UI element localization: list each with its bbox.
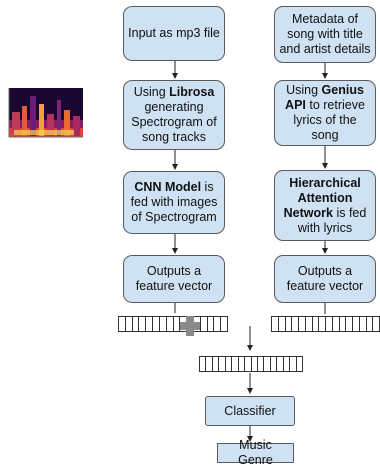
input-mp3-label: Input as mp3 file: [128, 26, 220, 40]
cnn-model-label: CNN Model is fed with images of Spectrog…: [130, 180, 218, 224]
vector-cell: [313, 317, 320, 331]
vector-cell: [146, 317, 154, 331]
vector-cell: [153, 317, 160, 331]
left-output-box: Outputs a feature vector: [123, 255, 225, 303]
music-genre-label: Music Genre: [238, 438, 273, 467]
vector-cell: [119, 317, 126, 331]
vector-cell: [239, 357, 246, 371]
vector-cell: [213, 357, 220, 371]
vector-cell: [219, 357, 226, 371]
vector-cell: [201, 317, 208, 331]
librosa-label: Using Librosa generating Spectrogram of …: [131, 85, 217, 144]
vector-cell: [292, 317, 299, 331]
music-genre-box: Music Genre: [217, 438, 294, 467]
vector-cell: [232, 357, 239, 371]
vector-cell: [174, 317, 181, 331]
metadata-label: Metadata of song with title and artist d…: [279, 12, 371, 56]
vector-cell: [226, 357, 233, 371]
vector-cell: [208, 317, 215, 331]
input-mp3-box: Input as mp3 file: [123, 6, 225, 61]
vector-cell: [279, 317, 286, 331]
vector-cell: [214, 317, 222, 331]
vector-cell: [252, 357, 258, 371]
vector-cell: [284, 357, 291, 371]
vector-cell: [346, 317, 353, 331]
vector-cell: [221, 317, 227, 331]
han-box: Hierarchical Attention Network is fed wi…: [274, 170, 376, 241]
vector-cell: [245, 357, 252, 371]
metadata-box: Metadata of song with title and artist d…: [274, 6, 376, 63]
right-output-label: Outputs a feature vector: [286, 264, 364, 293]
vector-cell: [299, 317, 306, 331]
vector-cell: [139, 317, 147, 331]
vector-cell: [258, 357, 265, 371]
vector-cell: [373, 317, 379, 331]
left-output-label: Outputs a feature vector: [135, 264, 213, 293]
vector-cell: [133, 317, 140, 331]
vector-cell: [306, 317, 313, 331]
spectrogram-image: [6, 86, 86, 141]
vector-cell: [360, 317, 367, 331]
genius-api-label: Using Genius API to retrieve lyrics of t…: [285, 83, 365, 142]
right-output-box: Outputs a feature vector: [274, 255, 376, 303]
vector-cell: [264, 357, 271, 371]
vector-cell: [126, 317, 133, 331]
left-feature-vector: [118, 316, 228, 332]
right-feature-vector: [271, 316, 380, 332]
genius-api-box: Using Genius API to retrieve lyrics of t…: [274, 80, 376, 146]
plus-icon: [180, 316, 200, 336]
vector-cell: [326, 317, 333, 331]
classifier-label: Classifier: [224, 403, 276, 418]
vector-cell: [272, 317, 279, 331]
vector-cell: [290, 357, 297, 371]
vector-cell: [319, 317, 326, 331]
vector-cell: [367, 317, 374, 331]
librosa-box: Using Librosa generating Spectrogram of …: [123, 80, 225, 150]
vector-cell: [353, 317, 360, 331]
vector-cell: [200, 357, 207, 371]
han-label: Hierarchical Attention Network is fed wi…: [283, 175, 367, 235]
vector-cell: [340, 317, 347, 331]
vector-cell: [333, 317, 340, 331]
vector-cell: [194, 317, 201, 331]
vector-cell: [297, 357, 302, 371]
vector-cell: [206, 357, 213, 371]
vector-cell: [271, 357, 278, 371]
vector-cell: [277, 357, 284, 371]
vector-cell: [160, 317, 167, 331]
vector-cell: [167, 317, 174, 331]
combined-feature-vector: [199, 356, 303, 372]
cnn-model-box: CNN Model is fed with images of Spectrog…: [123, 171, 225, 234]
classifier-box: Classifier: [205, 396, 295, 426]
vector-cell: [286, 317, 293, 331]
